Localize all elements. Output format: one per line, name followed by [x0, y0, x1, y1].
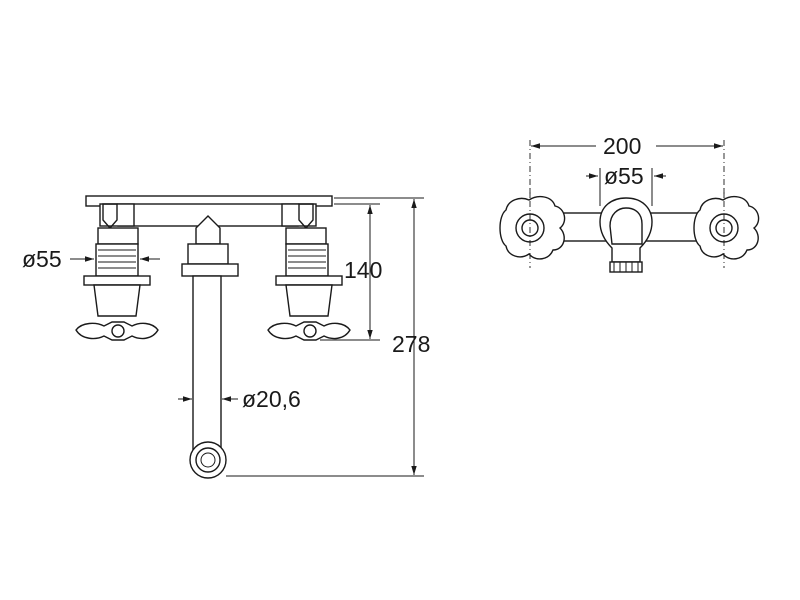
left-valve [75, 203, 159, 341]
dim-upper-height: 140 [320, 203, 382, 341]
front-view: ø55 140 278 ø20,6 [22, 195, 430, 479]
dim-handle-diameter: ø55 [22, 246, 160, 272]
top-right-handle [693, 188, 760, 268]
dim-handle-diameter-label: ø55 [22, 246, 62, 272]
dim-top-spout-diameter: ø55 [586, 163, 666, 206]
right-valve [267, 203, 351, 341]
spout [181, 215, 239, 479]
dim-top-spout-diameter-label: ø55 [604, 163, 644, 189]
dim-total-height: 278 [226, 197, 430, 477]
dim-upper-height-label: 140 [344, 257, 382, 283]
dim-width: 200 [529, 133, 725, 200]
top-view: 200 ø55 [499, 133, 760, 273]
top-spout [599, 197, 653, 273]
top-left-handle [499, 188, 566, 268]
dim-spout-diameter-label: ø20,6 [242, 386, 301, 412]
dim-total-height-label: 278 [392, 331, 430, 357]
dim-width-label: 200 [603, 133, 641, 159]
dim-spout-diameter: ø20,6 [178, 386, 301, 412]
